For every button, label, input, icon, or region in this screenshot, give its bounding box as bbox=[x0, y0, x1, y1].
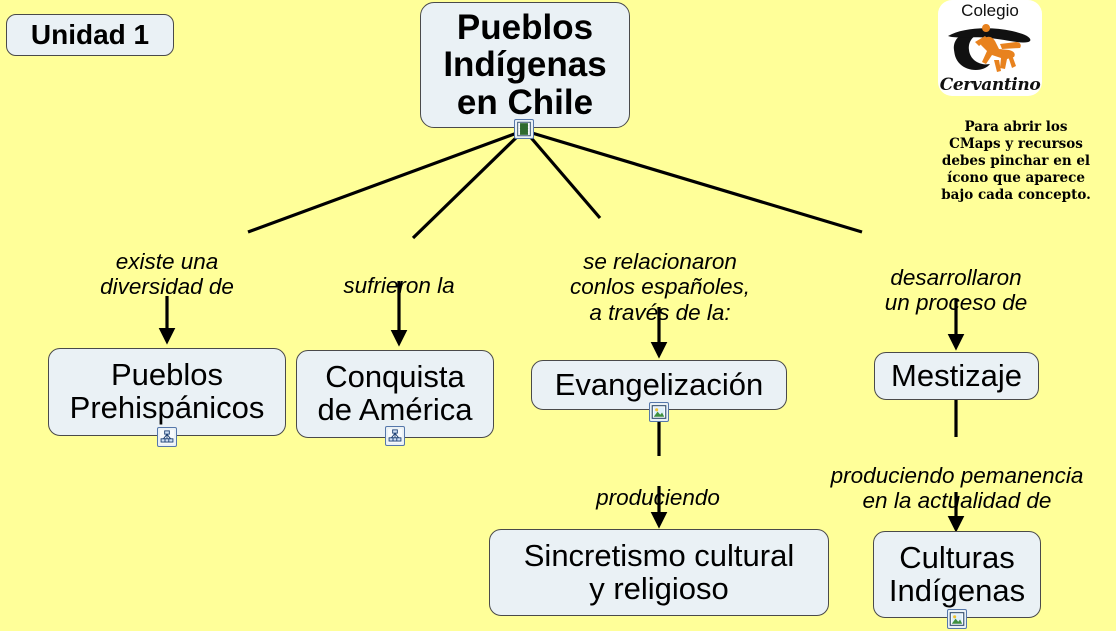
concept-node-label: Mestizaje bbox=[891, 357, 1022, 393]
concept-node-label: Sincretismo cultural y religioso bbox=[523, 537, 795, 606]
link-label-text: sufrieron la bbox=[343, 273, 455, 299]
concept-node-culturas-indigenas[interactable]: Culturas Indígenas bbox=[873, 531, 1041, 618]
school-logo: Colegio Cervantino bbox=[938, 0, 1042, 96]
link-label-text: existe una diversidad de bbox=[100, 249, 234, 300]
unit-badge[interactable]: Unidad 1 bbox=[6, 14, 174, 56]
instructions-text: Para abrir los CMaps y recursos debes pi… bbox=[941, 119, 1091, 203]
root-node-label: Pueblos Indígenas en Chile bbox=[443, 7, 607, 122]
concept-node-label: Evangelización bbox=[554, 366, 764, 402]
concept-map-icon[interactable] bbox=[385, 426, 405, 446]
link-label-produciendo: produciendo bbox=[558, 460, 758, 510]
link-label-desarrollaron-un-proceso-de: desarrollaron un proceso de bbox=[856, 240, 1056, 316]
root-node-pueblos-indigenas-en-chile[interactable]: Pueblos Indígenas en Chile bbox=[420, 2, 630, 128]
don-quixote-horseback-logo-art bbox=[948, 24, 1031, 72]
link-label-text: se relacionaron conlos españoles, a trav… bbox=[569, 249, 751, 325]
image-resource-icon[interactable] bbox=[947, 609, 967, 629]
concept-node-label: Pueblos Prehispánicos bbox=[69, 357, 265, 425]
image-resource-icon[interactable] bbox=[649, 402, 669, 422]
unit-badge-label: Unidad 1 bbox=[30, 19, 150, 51]
link-label-existe-una-diversidad-de: existe una diversidad de bbox=[62, 224, 272, 300]
link-label-text: desarrollaron un proceso de bbox=[884, 265, 1028, 316]
link-label-produciendo-permanencia: produciendo pemanencia en la actualidad … bbox=[790, 438, 1116, 514]
link-label-sufrieron-la: sufrieron la bbox=[314, 248, 484, 298]
concept-node-label: Conquista de América bbox=[317, 359, 473, 427]
logo-bottom-text: Cervantino bbox=[939, 75, 1041, 95]
concept-node-sincretismo-cultural-y-religioso[interactable]: Sincretismo cultural y religioso bbox=[489, 529, 829, 616]
concept-map-icon[interactable] bbox=[157, 427, 177, 447]
link-label-text: produciendo pemanencia en la actualidad … bbox=[830, 463, 1084, 514]
concept-node-conquista-de-america[interactable]: Conquista de América bbox=[296, 350, 494, 438]
link-label-text: produciendo bbox=[596, 485, 720, 511]
concept-node-mestizaje[interactable]: Mestizaje bbox=[874, 352, 1039, 400]
logo-top-text: Colegio bbox=[961, 1, 1019, 20]
concept-node-label: Culturas Indígenas bbox=[888, 539, 1026, 608]
film-video-icon[interactable] bbox=[514, 119, 534, 139]
concept-node-pueblos-prehispanicos[interactable]: Pueblos Prehispánicos bbox=[48, 348, 286, 436]
link-label-se-relacionaron-con-los-espanoles: se relacionaron conlos españoles, a trav… bbox=[535, 224, 785, 325]
